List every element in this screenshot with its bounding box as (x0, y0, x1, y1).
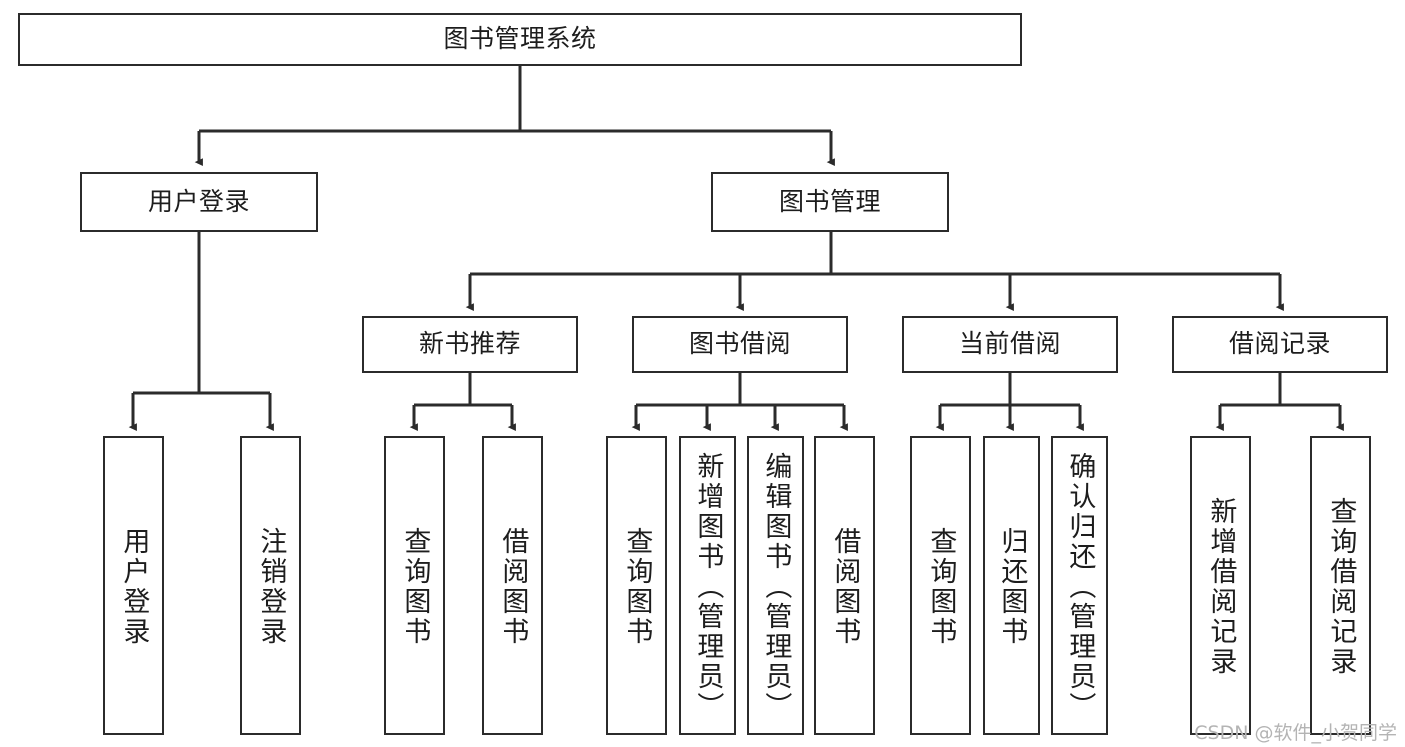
node-label: 当前借阅 (958, 329, 1061, 359)
node-label: 新书推荐 (418, 329, 521, 359)
node-label: 归还图书 (996, 526, 1028, 647)
node-label: 注销登录 (255, 526, 287, 647)
node-user-login[interactable]: 用户登录 (80, 172, 318, 232)
node-label: 新增借阅记录 (1205, 496, 1237, 677)
node-label: 编辑图书（管理员） (760, 451, 792, 722)
leaf-user-login-login[interactable]: 用户登录 (103, 436, 164, 735)
leaf-borrow-query-book[interactable]: 查询图书 (606, 436, 667, 735)
node-borrow-record[interactable]: 借阅记录 (1172, 316, 1388, 373)
leaf-borrow-edit-book-admin[interactable]: 编辑图书（管理员） (747, 436, 804, 735)
node-label: 确认归还（管理员） (1064, 451, 1096, 722)
leaf-borrow-borrow-book[interactable]: 借阅图书 (814, 436, 875, 735)
node-label: 查询图书 (399, 526, 431, 647)
leaf-current-return-book[interactable]: 归还图书 (983, 436, 1040, 735)
leaf-current-query-book[interactable]: 查询图书 (910, 436, 971, 735)
node-label: 借阅图书 (497, 526, 529, 647)
leaf-recommend-borrow-book[interactable]: 借阅图书 (482, 436, 543, 735)
node-label: 查询借阅记录 (1325, 496, 1357, 677)
leaf-user-login-logout[interactable]: 注销登录 (240, 436, 301, 735)
node-new-book-recommend[interactable]: 新书推荐 (362, 316, 578, 373)
leaf-record-query-record[interactable]: 查询借阅记录 (1310, 436, 1371, 735)
node-label: 用户登录 (147, 186, 250, 216)
node-label: 借阅记录 (1228, 329, 1331, 359)
node-book-management[interactable]: 图书管理 (711, 172, 949, 232)
node-label: 查询图书 (621, 526, 653, 647)
node-label: 借阅图书 (829, 526, 861, 647)
leaf-borrow-add-book-admin[interactable]: 新增图书（管理员） (679, 436, 736, 735)
node-current-borrow[interactable]: 当前借阅 (902, 316, 1118, 373)
node-label: 图书管理系统 (443, 24, 597, 54)
node-label: 用户登录 (118, 526, 150, 647)
node-label: 图书借阅 (688, 329, 791, 359)
node-label: 图书管理 (778, 186, 881, 216)
leaf-recommend-query-book[interactable]: 查询图书 (384, 436, 445, 735)
leaf-current-confirm-return-admin[interactable]: 确认归还（管理员） (1051, 436, 1108, 735)
leaf-record-add-record[interactable]: 新增借阅记录 (1190, 436, 1251, 735)
node-label: 查询图书 (925, 526, 957, 647)
node-book-borrow[interactable]: 图书借阅 (632, 316, 848, 373)
node-root-system[interactable]: 图书管理系统 (18, 13, 1022, 66)
node-label: 新增图书（管理员） (692, 451, 724, 722)
